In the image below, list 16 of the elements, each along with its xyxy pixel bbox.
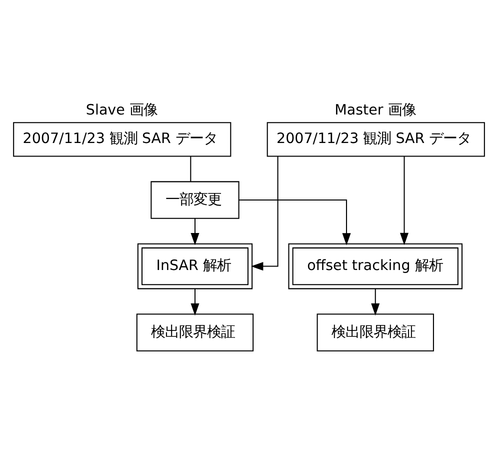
node-box: 検出限界検証 <box>136 314 254 352</box>
arrow <box>399 156 408 246</box>
node-box: InSAR 解析 <box>136 243 252 290</box>
arrow <box>190 218 199 246</box>
node-box: offset tracking 解析 <box>288 243 462 290</box>
arrow <box>250 156 278 271</box>
arrow <box>190 288 199 316</box>
connector <box>190 156 191 182</box>
node-label: Master 画像 <box>334 102 416 119</box>
node-label: Slave 画像 <box>85 102 157 119</box>
node-box: 2007/11/23 観測 SAR データ <box>266 122 484 157</box>
arrow <box>238 200 350 246</box>
node-box: 一部変更 <box>150 181 239 219</box>
node-box: 2007/11/23 観測 SAR データ <box>12 122 231 157</box>
node-box: 検出限界検証 <box>316 314 434 352</box>
arrow <box>370 288 380 316</box>
